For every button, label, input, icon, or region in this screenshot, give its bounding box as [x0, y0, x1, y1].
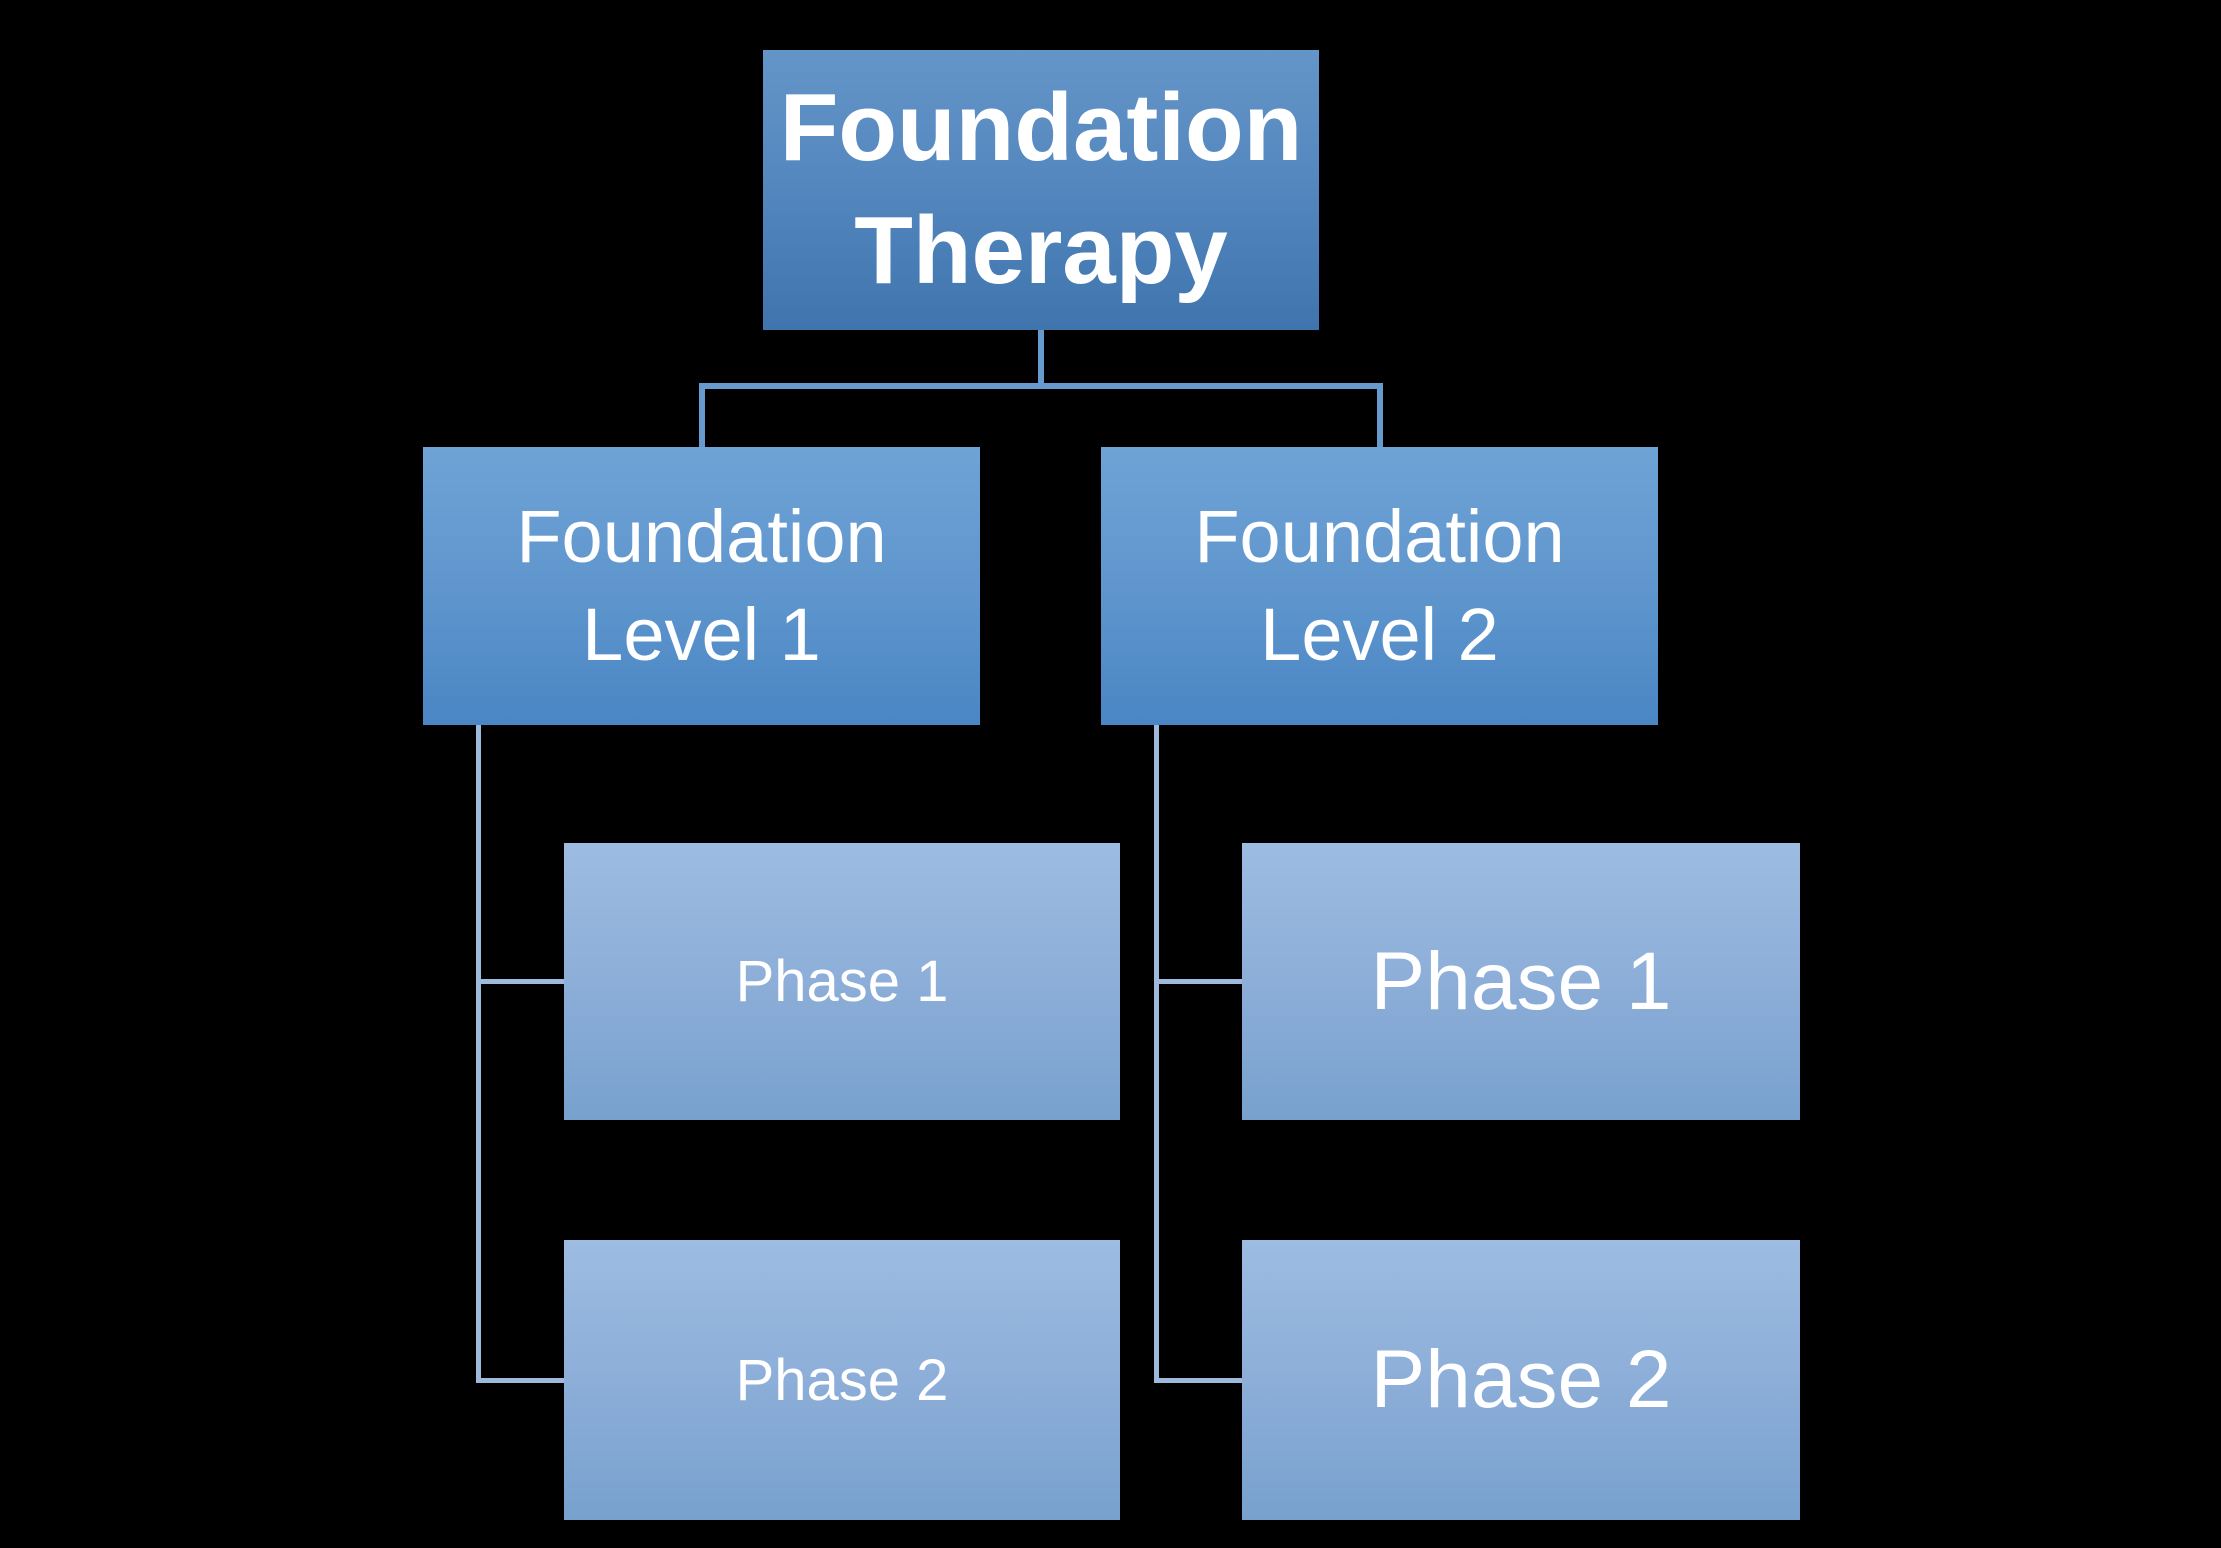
- connector-elbow-left-phase1: [476, 979, 564, 984]
- connector-hanging-left: [476, 725, 481, 1383]
- connector-elbow-right-phase1: [1154, 979, 1242, 984]
- phase-node-level1-phase2: Phase 2: [564, 1240, 1120, 1520]
- phase-node-level2-phase1: Phase 1: [1242, 843, 1800, 1120]
- connector-elbow-left-phase2: [476, 1378, 564, 1383]
- connector-horizontal-rail: [699, 383, 1383, 389]
- branch-node-foundation-level-1: Foundation Level 1: [423, 447, 980, 725]
- root-node-foundation-therapy: Foundation Therapy: [763, 50, 1319, 330]
- connector-elbow-right-phase2: [1154, 1378, 1242, 1383]
- connector-drop-left: [699, 383, 705, 447]
- connector-drop-right: [1377, 383, 1383, 447]
- connector-hanging-right: [1154, 725, 1159, 1383]
- phase-node-level1-phase1: Phase 1: [564, 843, 1120, 1120]
- phase-node-level2-phase2: Phase 2: [1242, 1240, 1800, 1520]
- connector-root-stub: [1038, 330, 1044, 386]
- branch-node-foundation-level-2: Foundation Level 2: [1101, 447, 1658, 725]
